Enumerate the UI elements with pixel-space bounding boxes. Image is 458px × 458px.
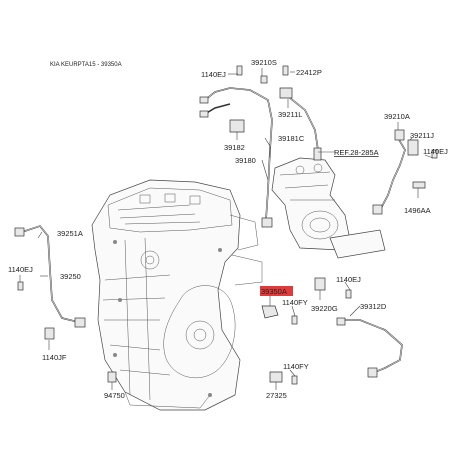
label-39211l: 39211L [278, 110, 302, 119]
sensor-parts [14, 65, 438, 385]
label-39350a: 39350A [261, 287, 287, 296]
label-ref-28-285a: REF.28-285A [334, 148, 379, 157]
highlight-39350a [260, 286, 293, 296]
label-1140ej-top: 1140EJ [201, 70, 226, 79]
label-1140ej-right: 1140EJ [423, 147, 448, 156]
label-94750: 94750 [104, 391, 125, 400]
leader-lines [19, 68, 434, 390]
label-39181c: 39181C [278, 134, 305, 143]
label-39180: 39180 [235, 156, 256, 165]
label-1140fy-bot: 1140FY [283, 362, 309, 371]
label-39211j: 39211J [410, 131, 434, 140]
part-labels: 1140EJ 39210S 22412P 39211L 39182 39181C… [8, 58, 448, 400]
diagram-header: KIA KEURPTA15 - 39350A [50, 62, 122, 68]
wiring-harnesses [21, 87, 406, 373]
label-1140jf: 1140JF [42, 353, 67, 362]
label-1140ej-left: 1140EJ [8, 265, 33, 274]
label-27325: 27325 [266, 391, 287, 400]
label-39210a: 39210A [384, 112, 410, 121]
label-1140fy-mid: 1140FY [282, 298, 308, 307]
label-39312d: 39312D [360, 302, 387, 311]
label-39220g: 39220G [311, 304, 338, 313]
label-39210s: 39210S [251, 58, 277, 67]
label-1496aa: 1496AA [404, 206, 431, 215]
label-39250: 39250 [60, 272, 81, 281]
label-39182: 39182 [224, 143, 245, 152]
label-22412p: 22412P [296, 68, 322, 77]
engine-block [91, 179, 263, 411]
label-39251a: 39251A [57, 229, 83, 238]
exhaust-manifold [271, 157, 386, 259]
label-1140ej-mid: 1140EJ [336, 275, 361, 284]
